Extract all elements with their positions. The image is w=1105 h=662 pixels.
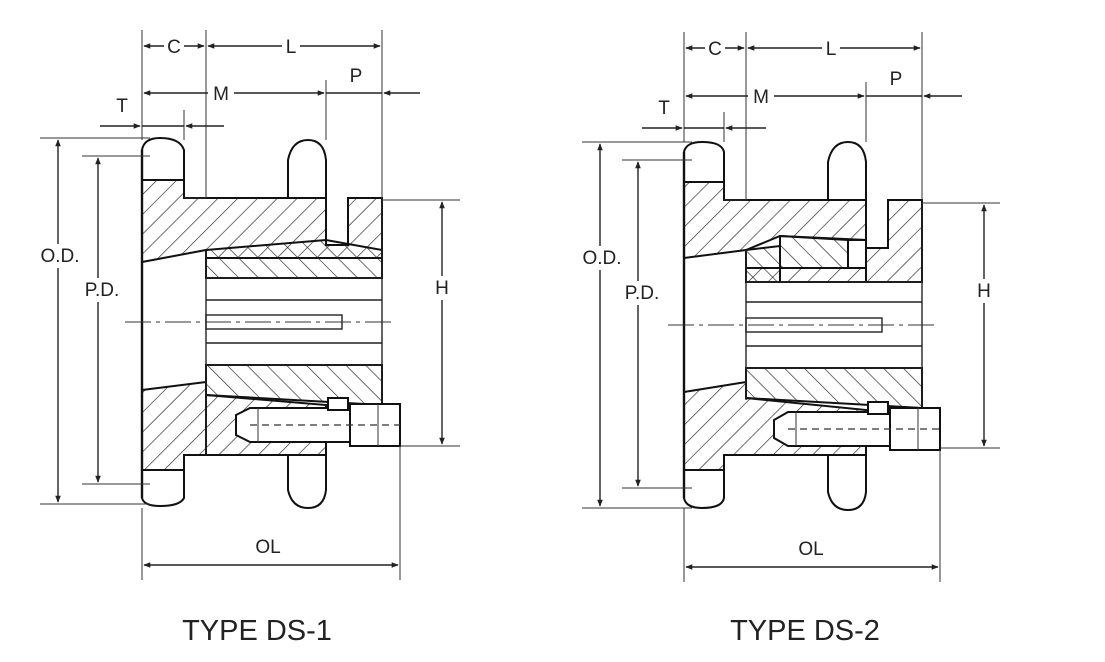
dimension-lines — [582, 32, 1000, 582]
tooth-bottom-2 — [827, 455, 867, 512]
sprocket-section — [125, 136, 401, 510]
label-t: T — [658, 98, 670, 119]
dimension-labels: C L M P T O.D. P.D. H OL — [34, 34, 452, 558]
cap-screw — [773, 401, 941, 451]
tooth-bottom-2 — [287, 455, 327, 510]
label-l: L — [826, 39, 837, 60]
label-c: C — [167, 37, 181, 58]
caption-type-ds-1: TYPE DS-1 — [182, 615, 332, 647]
label-ol: OL — [255, 537, 280, 558]
diagram-type-ds-1: C L M P T O.D. P.D. H OL TYPE DS-1 — [34, 30, 460, 647]
label-od: O.D. — [582, 248, 621, 269]
label-t: T — [116, 96, 128, 117]
tooth-top-2 — [827, 140, 867, 200]
upper-bushing-section — [779, 234, 849, 269]
lower-body-section — [141, 380, 207, 471]
diagram-type-ds-2: C L M P T O.D. P.D. H OL TYPE DS-2 — [576, 32, 1000, 647]
sprocket-section — [668, 140, 941, 512]
label-p: P — [350, 66, 363, 87]
dimension-lines — [40, 30, 460, 580]
caption-type-ds-2: TYPE DS-2 — [730, 615, 880, 647]
label-pd: P.D. — [625, 283, 660, 304]
label-pd: P.D. — [85, 280, 120, 301]
label-h: H — [977, 281, 991, 302]
label-m: M — [753, 87, 769, 108]
label-od: O.D. — [40, 246, 79, 267]
label-p: P — [890, 69, 903, 90]
tooth-top-1 — [683, 140, 725, 182]
tooth-bottom-1 — [141, 470, 185, 508]
tooth-top-2 — [287, 138, 327, 198]
label-m: M — [213, 84, 229, 105]
label-c: C — [708, 39, 722, 60]
label-h: H — [435, 278, 449, 299]
label-ol: OL — [798, 539, 823, 560]
tooth-bottom-1 — [683, 470, 725, 510]
label-l: L — [286, 37, 297, 58]
dimension-labels: C L M P T O.D. P.D. H OL — [576, 36, 994, 560]
tooth-top-1 — [141, 136, 185, 180]
cap-screw — [235, 397, 401, 447]
